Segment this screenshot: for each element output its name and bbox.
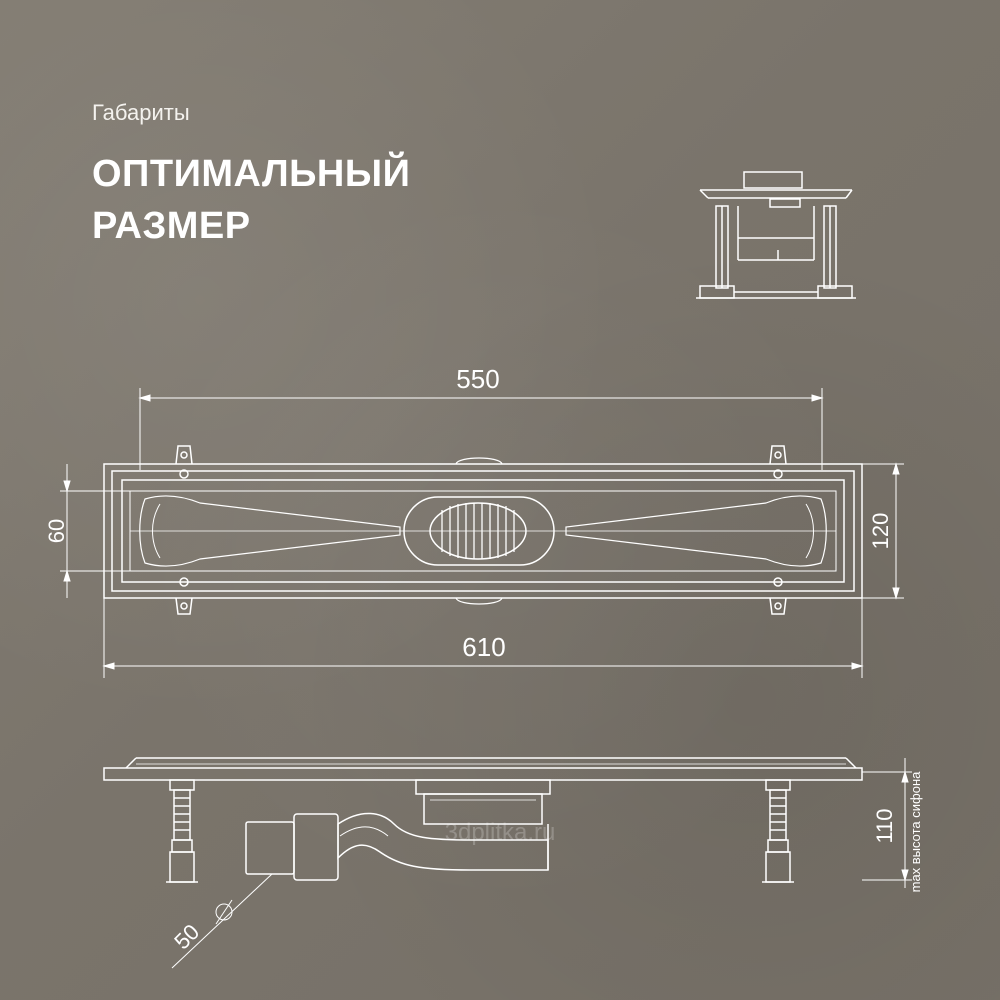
top-view: [103, 445, 863, 615]
watermark: 3dplitka.ru: [445, 819, 556, 846]
dim-60-label: 60: [44, 519, 69, 543]
dim-110-label: 110: [872, 808, 897, 843]
dim-120-label: 120: [868, 513, 893, 550]
dim-550-label: 550: [456, 364, 499, 394]
subtitle: Габариты: [92, 100, 190, 125]
dim-610-label: 610: [462, 632, 505, 662]
siphon-height-label: max высота сифона: [908, 771, 923, 893]
title-line-1: ОПТИМАЛЬНЫЙ: [92, 153, 411, 195]
title-line-2: РАЗМЕР: [92, 205, 251, 247]
dimension-lines: [60, 388, 912, 969]
side-view: [103, 757, 863, 883]
drain-thumbnail: [696, 171, 856, 299]
dim-50-label: 50: [169, 919, 204, 954]
page-title: ОПТИМАЛЬНЫЙ РАЗМЕР: [92, 148, 410, 252]
